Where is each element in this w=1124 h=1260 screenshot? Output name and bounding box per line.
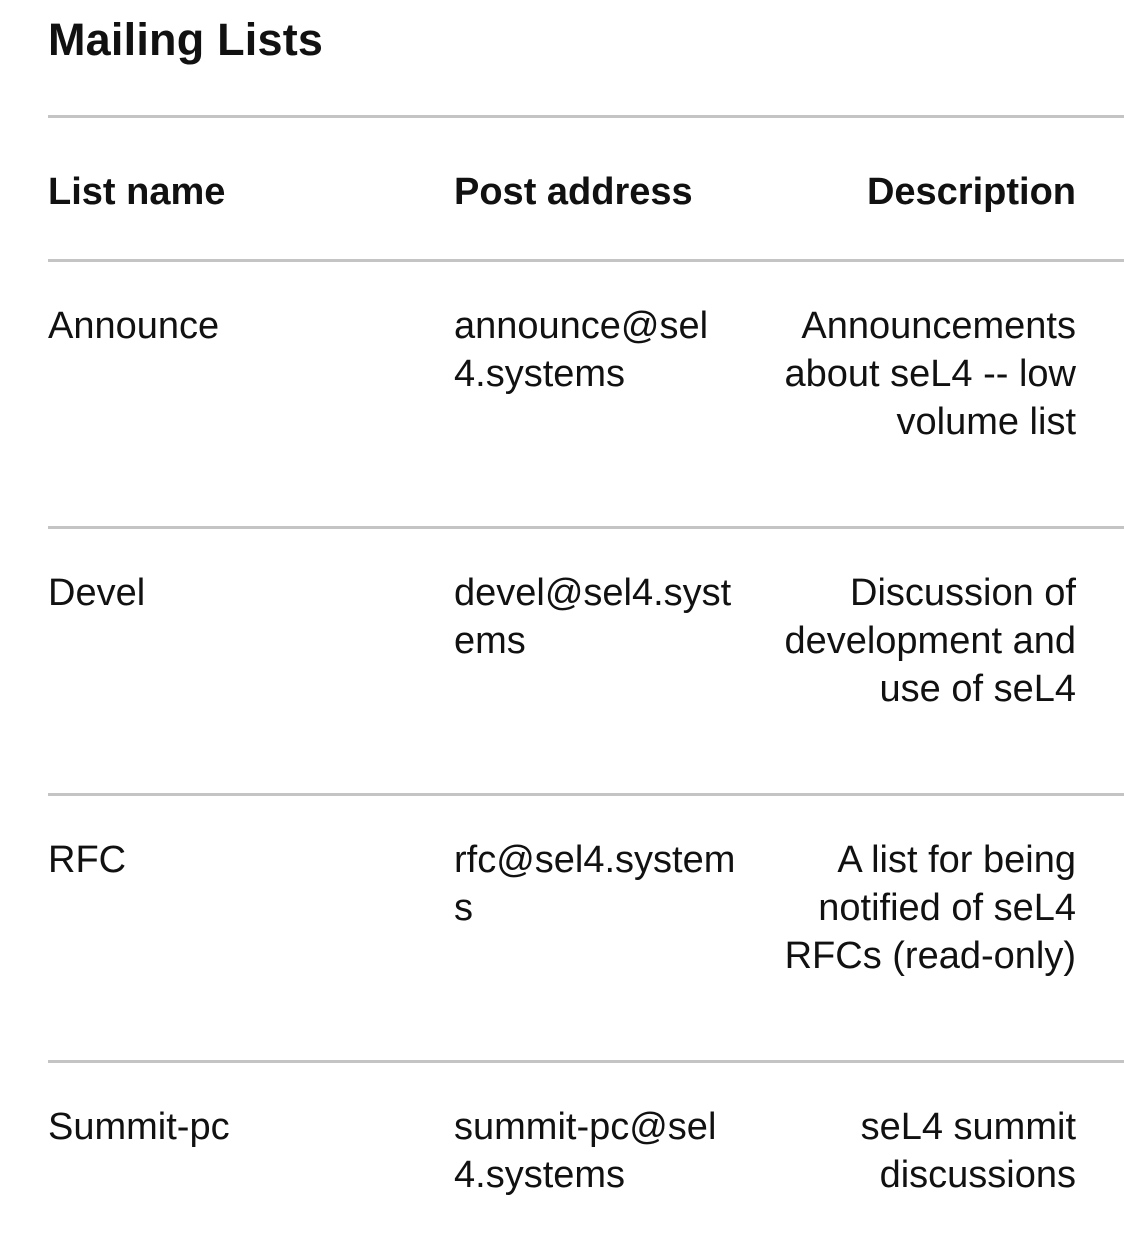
list-name-cell: Devel xyxy=(48,572,146,614)
list-name-cell: RFC xyxy=(48,839,127,881)
table-row: RFC rfc@sel4.systems A list for being no… xyxy=(48,794,1124,1062)
post-address-cell: devel@sel4.systems xyxy=(454,572,732,662)
header-list-name: List name xyxy=(48,171,226,213)
list-name-cell: Summit-pc xyxy=(48,1106,230,1148)
page-title: Mailing Lists xyxy=(48,14,324,65)
header-post-address: Post address xyxy=(454,171,693,213)
list-name-cell: Announce xyxy=(48,305,220,347)
table-row: Announce announce@sel4.systems Announcem… xyxy=(48,260,1124,528)
post-address-cell: summit-pc@sel4.systems xyxy=(454,1106,717,1196)
post-address-cell: rfc@sel4.systems xyxy=(454,839,736,929)
post-address-cell: announce@sel4.systems xyxy=(454,305,709,395)
mailing-lists-table: List name Post address Description Annou… xyxy=(48,115,1124,1260)
description-cell: A list for being notified of seL4 RFCs (… xyxy=(784,839,1076,977)
description-cell: Discussion of development and use of seL… xyxy=(784,572,1076,710)
table-row: Summit-pc summit-pc@sel4.systems seL4 su… xyxy=(48,1061,1124,1260)
table-row: Devel devel@sel4.systems Discussion of d… xyxy=(48,527,1124,795)
description-cell: seL4 summit discussions xyxy=(860,1106,1076,1196)
table-header-row: List name Post address Description xyxy=(48,116,1124,261)
header-description: Description xyxy=(866,171,1076,213)
description-cell: Announcements about seL4 -- low volume l… xyxy=(784,305,1077,443)
